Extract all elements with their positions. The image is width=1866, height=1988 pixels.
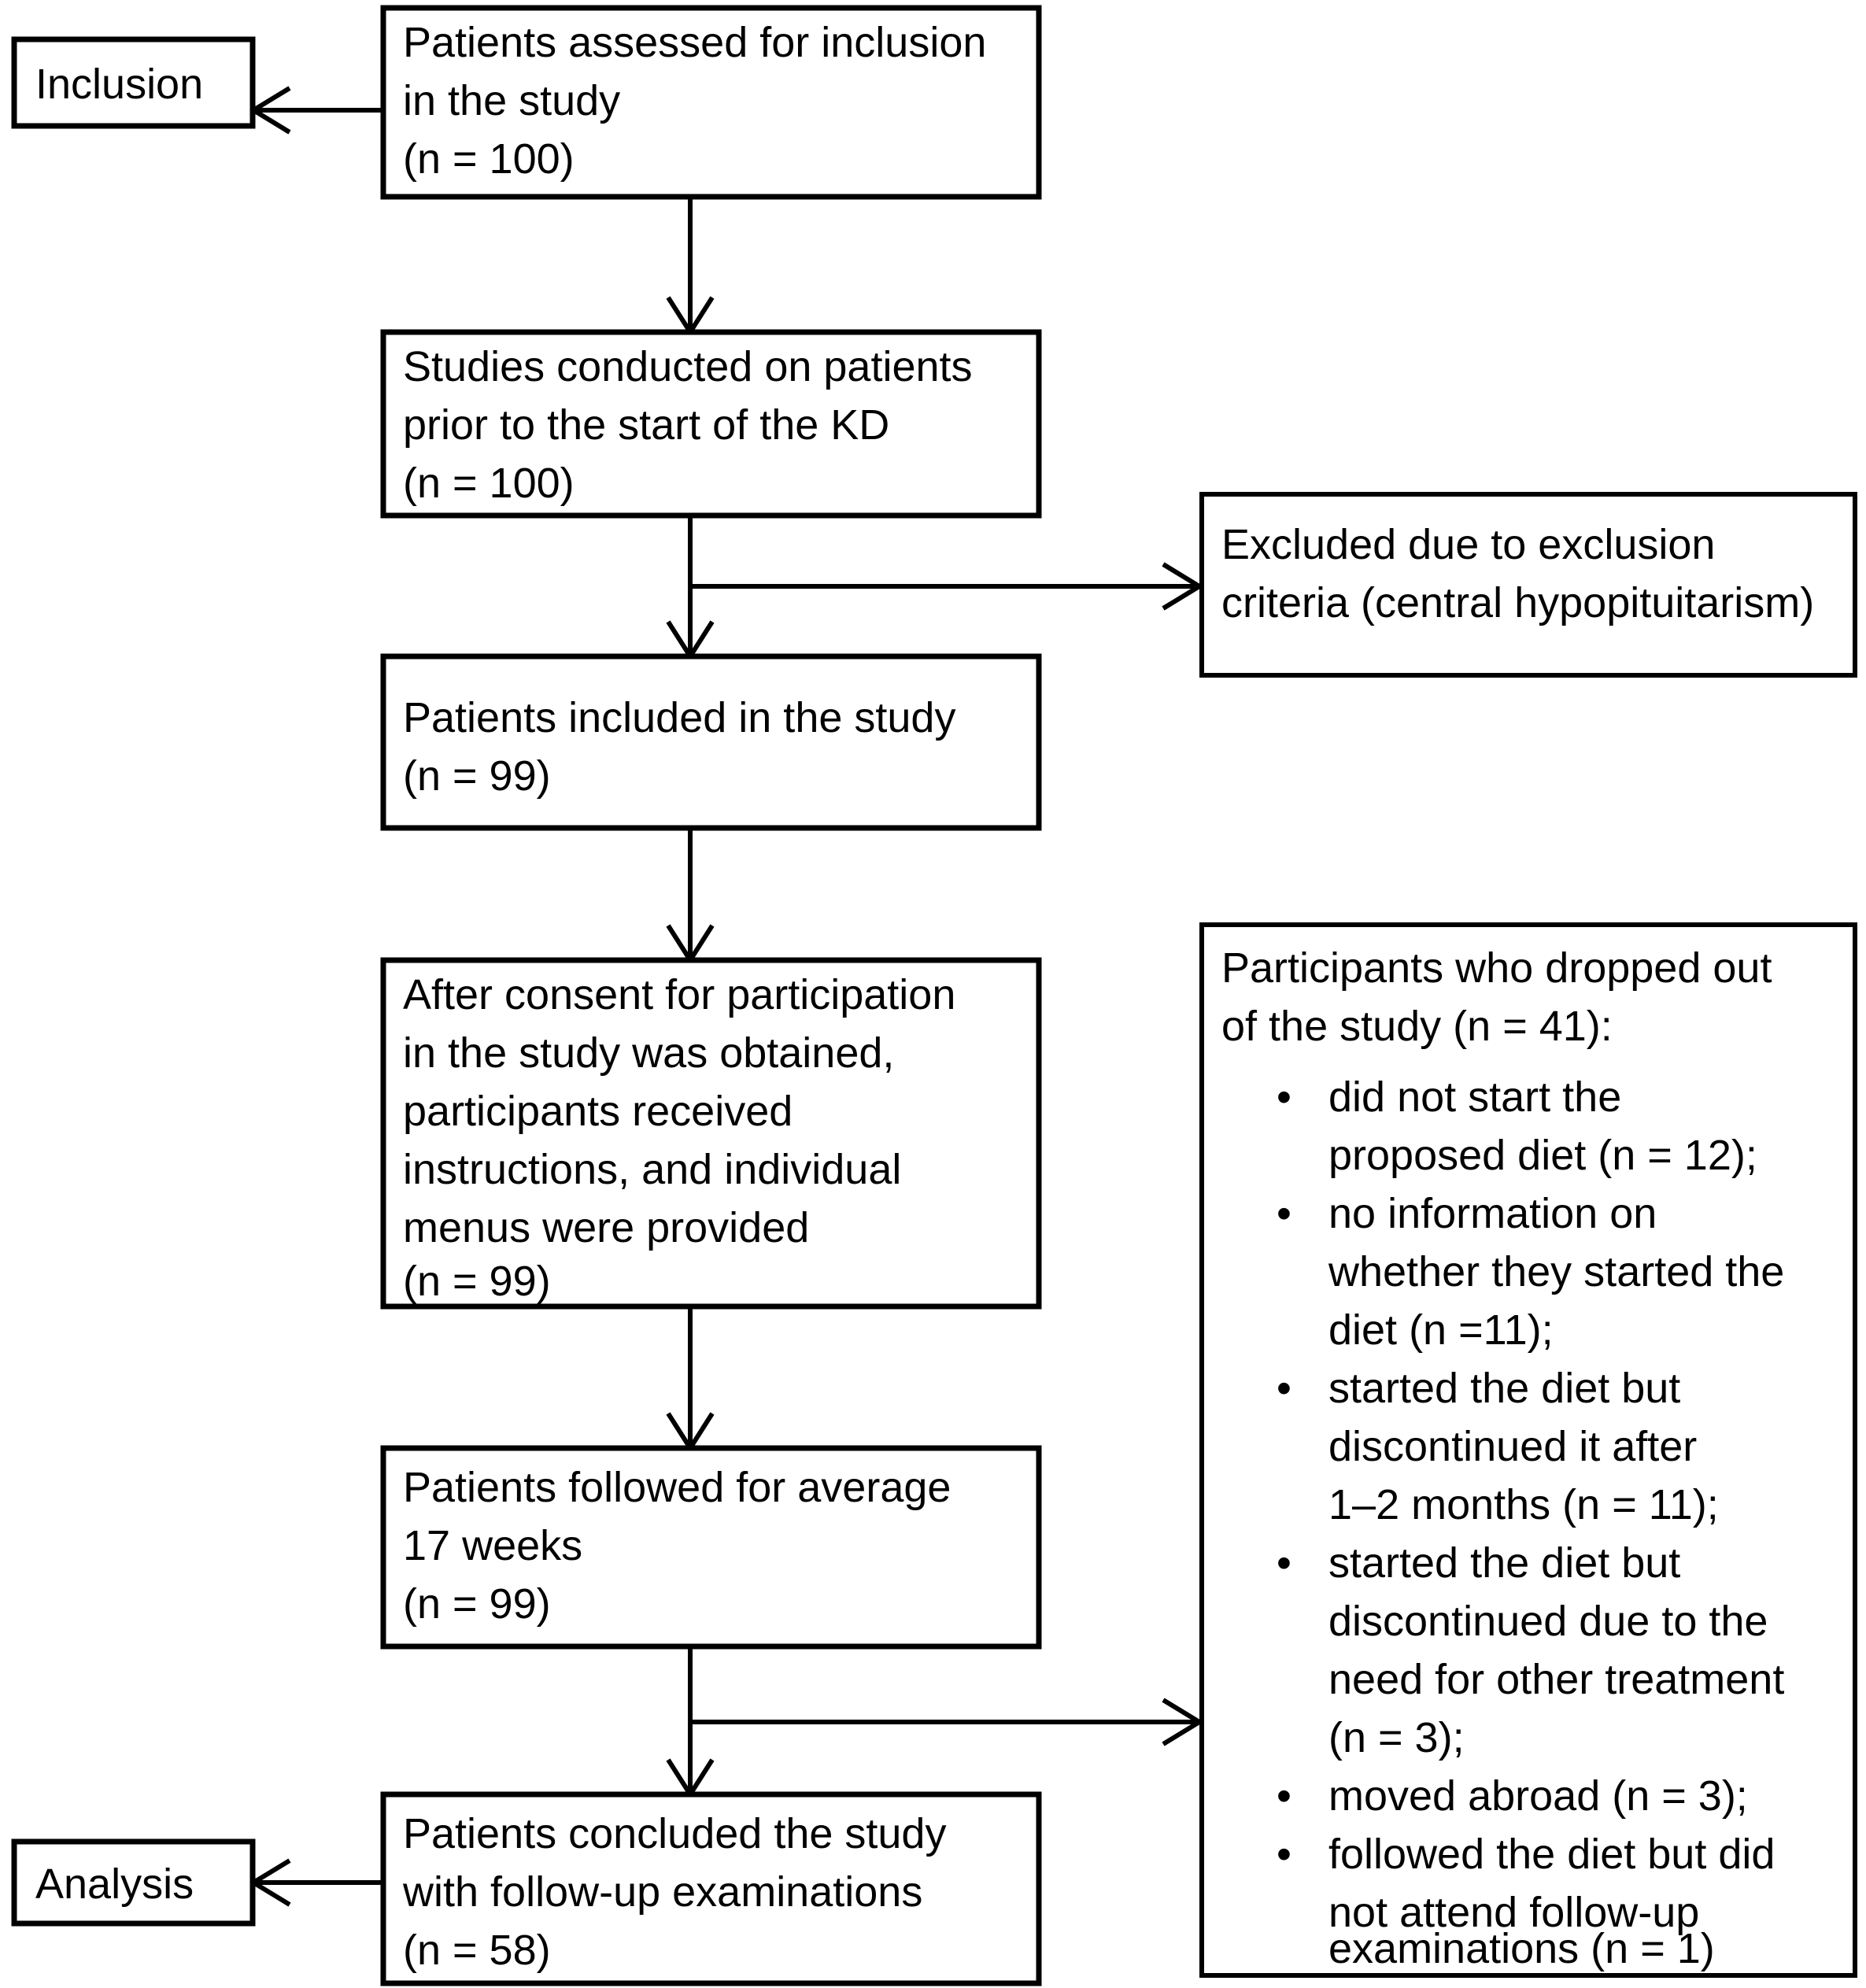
bullet-icon: • [1277, 1831, 1291, 1878]
node-dropouts-heading-line-2: of the study (n = 41): [1221, 1003, 1613, 1050]
dropout-item-6-line-3: examinations (n = 1) [1328, 1925, 1715, 1972]
node-consent-line-2: in the study was obtained, [403, 1029, 894, 1077]
node-consent-line-6: (n = 99) [403, 1258, 551, 1305]
dropout-item-4-line-4: (n = 3); [1328, 1714, 1465, 1761]
node-included-line-1: Patients included in the study [403, 694, 955, 741]
dropout-item-5-line-1: moved abroad (n = 3); [1328, 1772, 1748, 1820]
node-dropouts[interactable]: Participants who dropped out of the stud… [1199, 922, 1857, 1978]
bullet-icon: • [1277, 1190, 1291, 1237]
stage-box-analysis[interactable]: Analysis [11, 1838, 256, 1927]
bullet-icon: • [1277, 1365, 1291, 1412]
dropout-list-item: • followed the diet but did not attend f… [1277, 1831, 1775, 1972]
connector-followed-to-dropouts [690, 1698, 1204, 1746]
node-excluded-line-2: criteria (central hypopituitarism) [1221, 579, 1814, 626]
dropout-item-4-line-1: started the diet but [1328, 1539, 1680, 1587]
node-followed-line-1: Patients followed for average [403, 1464, 951, 1511]
dropout-item-6-line-1: followed the diet but did [1328, 1831, 1775, 1878]
connector-assessed-to-inclusion [249, 86, 383, 135]
node-consent-line-5: menus were provided [403, 1204, 809, 1251]
dropout-list-item: • no information on whether they started… [1277, 1190, 1784, 1354]
node-excluded[interactable]: Excluded due to exclusion criteria (cent… [1199, 492, 1857, 678]
dropout-item-1-line-1: did not start the [1328, 1073, 1621, 1121]
node-assessed-line-2: in the study [403, 77, 620, 124]
dropout-list-item: • moved abroad (n = 3); [1277, 1772, 1748, 1820]
connector-assessed-to-studies [666, 198, 715, 337]
bullet-icon: • [1277, 1772, 1291, 1820]
connector-consent-to-followed [666, 1306, 715, 1453]
node-consent[interactable]: After consent for participation in the s… [380, 957, 1042, 1310]
node-assessed[interactable]: Patients assessed for inclusion in the s… [380, 5, 1042, 200]
node-included-line-2: (n = 99) [403, 752, 551, 800]
node-studies-line-1: Studies conducted on patients [403, 343, 973, 390]
node-assessed-line-3: (n = 100) [403, 135, 575, 183]
connector-included-to-consent [666, 828, 715, 965]
node-concluded[interactable]: Patients concluded the study with follow… [380, 1791, 1042, 1986]
node-studies-before-kd[interactable]: Studies conducted on patients prior to t… [380, 329, 1042, 519]
stage-box-inclusion[interactable]: Inclusion [11, 36, 256, 129]
dropout-item-1-line-2: proposed diet (n = 12); [1328, 1132, 1757, 1179]
dropout-list-item: • started the diet but discontinued due … [1277, 1539, 1784, 1761]
connector-concluded-to-analysis [249, 1858, 383, 1907]
node-consent-line-4: instructions, and individual [403, 1146, 901, 1193]
node-consent-line-1: After consent for participation [403, 971, 955, 1018]
dropout-item-2-line-3: diet (n =11); [1328, 1306, 1554, 1354]
node-studies-line-3: (n = 100) [403, 460, 575, 507]
node-followed-line-2: 17 weeks [403, 1522, 582, 1569]
node-excluded-line-1: Excluded due to exclusion [1221, 521, 1715, 568]
bullet-icon: • [1277, 1073, 1291, 1121]
dropout-item-2-line-2: whether they started the [1328, 1248, 1784, 1295]
connector-studies-to-excluded [690, 562, 1204, 611]
dropout-item-3-line-1: started the diet but [1328, 1365, 1680, 1412]
dropout-list-item: • did not start the proposed diet (n = 1… [1277, 1073, 1757, 1179]
node-studies-line-2: prior to the start of the KD [403, 401, 889, 449]
node-included[interactable]: Patients included in the study (n = 99) [380, 653, 1042, 831]
dropout-item-4-line-2: discontinued due to the [1328, 1598, 1768, 1645]
dropout-list-item: • started the diet but discontinued it a… [1277, 1365, 1719, 1528]
node-dropouts-heading-line-1: Participants who dropped out [1221, 944, 1772, 992]
node-followed-line-3: (n = 99) [403, 1580, 551, 1628]
dropout-item-3-line-2: discontinued it after [1328, 1423, 1697, 1470]
dropout-item-2-line-1: no information on [1328, 1190, 1657, 1237]
bullet-icon: • [1277, 1539, 1291, 1587]
stage-label-analysis: Analysis [35, 1861, 194, 1908]
dropout-item-6-line-2: not attend follow-up [1328, 1889, 1699, 1936]
node-concluded-line-2: with follow-up examinations [402, 1868, 922, 1916]
node-concluded-line-3: (n = 58) [403, 1927, 551, 1974]
dropout-item-3-line-3: 1–2 months (n = 11); [1328, 1481, 1719, 1528]
node-consent-line-3: participants received [403, 1088, 793, 1135]
node-concluded-line-1: Patients concluded the study [403, 1810, 946, 1857]
node-assessed-line-1: Patients assessed for inclusion [403, 19, 986, 66]
dropout-item-4-line-3: need for other treatment [1328, 1656, 1784, 1703]
stage-label-inclusion: Inclusion [35, 61, 203, 108]
node-followed[interactable]: Patients followed for average 17 weeks (… [380, 1445, 1042, 1650]
